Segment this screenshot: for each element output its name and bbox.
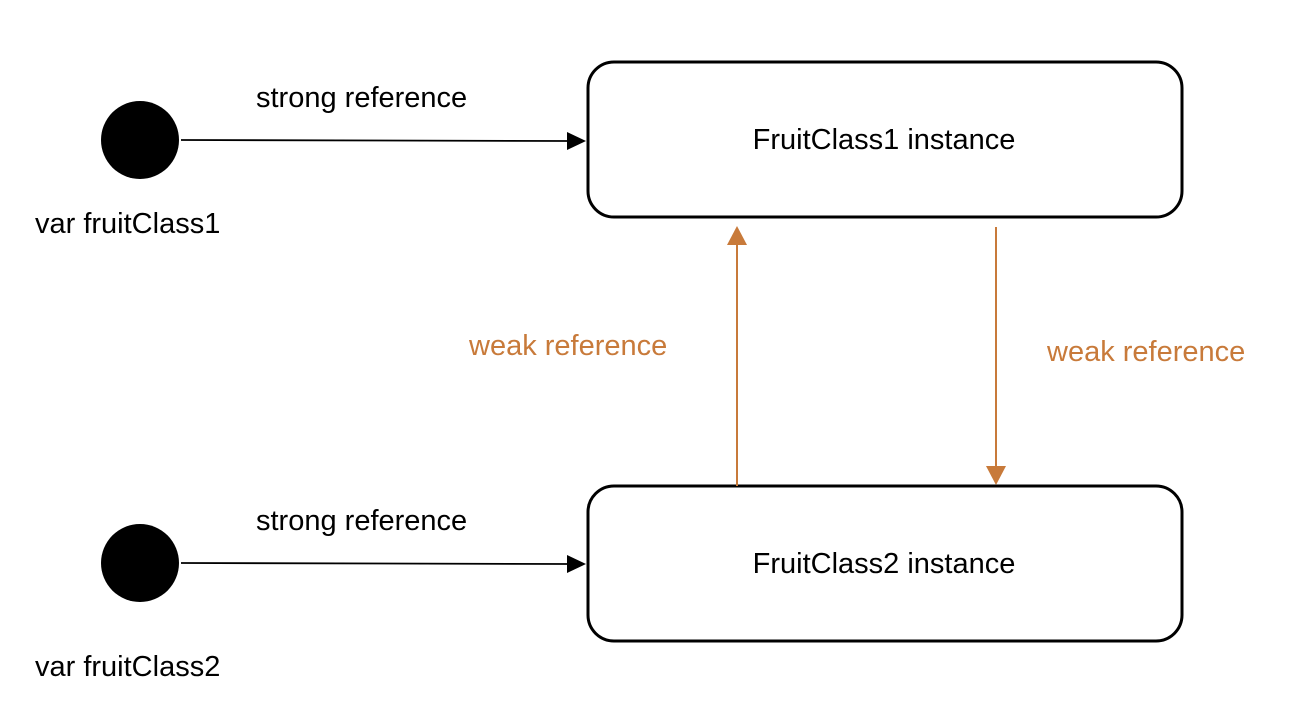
strong-reference-arrow-1 [180, 139, 569, 142]
variable-label-fruitclass2: var fruitClass2 [35, 651, 220, 683]
strong-reference-arrow-2 [180, 562, 569, 565]
weak-reference-arrowhead-down [986, 466, 1006, 485]
strong-reference-label-1: strong reference [256, 82, 467, 114]
instance-box-fruitclass2 [586, 484, 1184, 643]
variable-label-fruitclass1: var fruitClass1 [35, 208, 220, 240]
instance-label-fruitclass1: FruitClass1 instance [753, 124, 1016, 156]
strong-reference-label-2: strong reference [256, 505, 467, 537]
instance-label-fruitclass2: FruitClass2 instance [753, 548, 1016, 580]
weak-reference-label-right: weak reference [1046, 336, 1245, 368]
weak-reference-label-left: weak reference [468, 330, 667, 362]
weak-reference-arrowhead-up [727, 226, 747, 245]
strong-reference-arrowhead-2 [567, 555, 586, 573]
instance-box-fruitclass1 [586, 60, 1184, 219]
strong-reference-arrowhead-1 [567, 132, 586, 150]
variable-node-fruitclass2 [101, 524, 179, 602]
variable-node-fruitclass1 [101, 101, 179, 179]
